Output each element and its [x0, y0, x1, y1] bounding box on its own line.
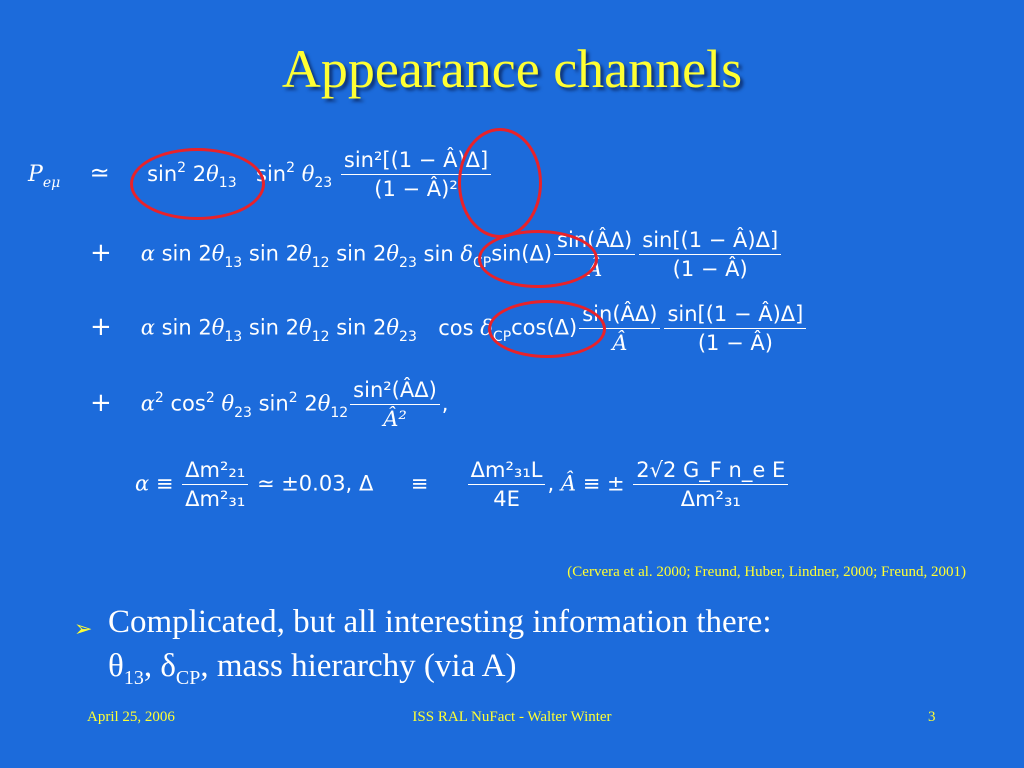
formula-line-4: + α2 cos2 θ23 sin2 2θ12 sin²(ÂΔ) Â² ,: [90, 378, 449, 431]
sin2-theta23: sin2 θ23: [256, 159, 333, 191]
highlight-circle-one-minus-a: [458, 128, 542, 238]
bullet-text-line2: θ13, δCP, mass hierarchy (via A): [108, 648, 517, 689]
plus-sign: +: [90, 387, 112, 418]
fraction-sin-1ad: sin[(1 − Â)Δ] (1 − Â): [639, 228, 782, 281]
alpha-fraction: Δm²₂₁ Δm²₃₁: [182, 458, 249, 511]
fraction-term-4: sin²(ÂΔ) Â²: [350, 378, 440, 431]
plus-sign: +: [90, 311, 112, 342]
bullet-text-line1: Complicated, but all interesting informa…: [108, 604, 772, 640]
cos-delta-cp: cos δCP: [438, 315, 512, 345]
slide-title: Appearance channels: [281, 39, 743, 99]
plus-sign: +: [90, 237, 112, 268]
arrow-bullet-icon: ➢: [74, 617, 93, 642]
formula-line-3: + α sin 2θ13 sin 2θ12 sin 2θ23 cos δCPco…: [90, 302, 808, 355]
highlight-circle-cos-delta-cp: [488, 300, 606, 358]
p-e-mu: Peμ: [28, 161, 61, 191]
fraction-sin-1ad: sin[(1 − Â)Δ] (1 − Â): [664, 302, 807, 355]
a-hat-fraction: 2√2 G_F n_e E Δm²₃₁: [633, 458, 789, 511]
highlight-circle-sin-delta-cp: [478, 230, 598, 288]
formula-definitions: α ≡ Δm²₂₁ Δm²₃₁ ≃ ±0.03, Δ ≡ Δm²₃₁L 4E ,…: [135, 458, 790, 511]
formula-line-2: + α sin 2θ13 sin 2θ12 sin 2θ23 sin δCPsi…: [90, 228, 783, 281]
highlight-circle-sin2-2theta13: [130, 148, 265, 220]
approx-symbol: ≃: [89, 158, 110, 187]
footer-date: April 25, 2006: [87, 709, 175, 725]
footer-center: ISS RAL NuFact - Walter Winter: [412, 709, 612, 725]
citation: (Cervera et al. 2000; Freund, Huber, Lin…: [567, 564, 966, 580]
delta-fraction: Δm²₃₁L 4E: [467, 458, 546, 511]
footer-page-number: 3: [928, 709, 936, 725]
